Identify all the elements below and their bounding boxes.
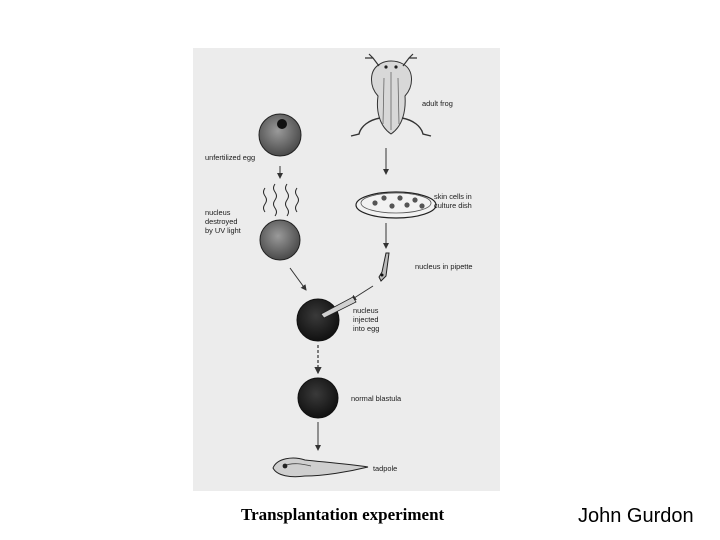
pipette-illustration <box>378 252 390 282</box>
uv-light-icon <box>263 183 299 217</box>
tadpole-illustration <box>272 457 369 478</box>
arrow-egg-to-injection <box>289 267 307 291</box>
culture-dish-illustration <box>355 191 437 219</box>
label-skin-cells: skin cells in culture dish <box>434 192 474 210</box>
author-name: John Gurdon <box>578 505 694 527</box>
blastula-illustration <box>297 377 339 419</box>
diagram-canvas: adult frog unfertilized egg nucleus dest… <box>205 53 474 478</box>
label-nucleus-in-pipette: nucleus in pipette <box>415 262 473 271</box>
label-adult-frog: adult frog <box>422 99 453 108</box>
adult-frog-illustration <box>350 53 432 137</box>
label-tadpole: tadpole <box>373 464 397 473</box>
label-unfertilized-egg: unfertilized egg <box>205 153 255 162</box>
label-nucleus-destroyed: nucleus destroyed by UV light <box>205 208 241 235</box>
label-normal-blastula: normal blastula <box>351 394 402 403</box>
arrow-pipette-to-injection <box>350 285 374 301</box>
injected-egg-illustration <box>296 296 357 342</box>
figure-caption: Transplantation experiment <box>241 505 445 524</box>
unfertilized-egg-illustration <box>258 113 302 157</box>
enucleated-egg-illustration <box>259 219 301 261</box>
cloning-diagram: adult frog unfertilized egg nucleus dest… <box>193 48 500 491</box>
label-nucleus-injected: nucleus injected into egg <box>353 306 381 333</box>
